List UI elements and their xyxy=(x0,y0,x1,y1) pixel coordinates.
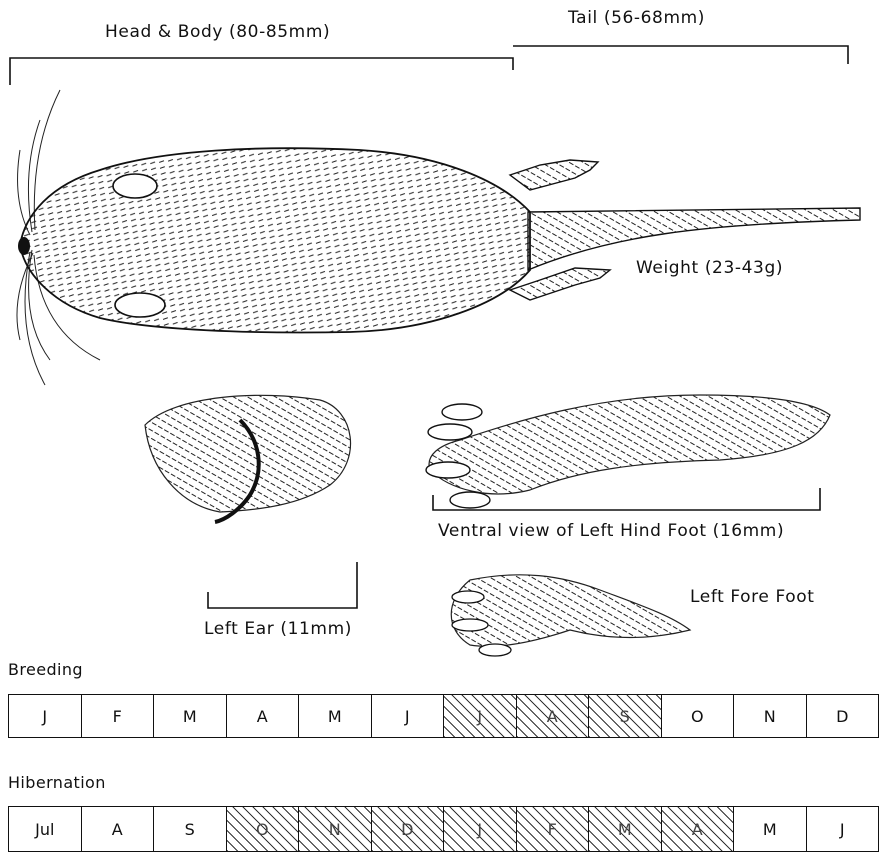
fore-foot-closeup xyxy=(451,575,690,656)
hind-foot-closeup xyxy=(426,395,830,508)
breeding-month: J xyxy=(9,695,82,737)
breeding-month: A xyxy=(517,695,590,737)
hibernation-month: M xyxy=(734,807,807,851)
head-body-bracket xyxy=(10,58,513,85)
hibernation-month: A xyxy=(82,807,155,851)
fore-foot-label: Left Fore Foot xyxy=(690,587,814,607)
ear-label: Left Ear (11mm) xyxy=(204,619,352,639)
hibernation-month: O xyxy=(227,807,300,851)
hibernation-title: Hibernation xyxy=(8,773,106,792)
hibernation-month: M xyxy=(589,807,662,851)
tail-label: Tail (56-68mm) xyxy=(568,8,705,28)
tail-bracket xyxy=(513,46,848,64)
breeding-month: M xyxy=(154,695,227,737)
breeding-month: O xyxy=(662,695,735,737)
head-body-label: Head & Body (80-85mm) xyxy=(105,22,330,42)
ear-scale-bracket xyxy=(208,562,357,608)
breeding-month: A xyxy=(227,695,300,737)
hibernation-calendar: Jul A S O N D J F M A M J xyxy=(8,806,879,852)
hibernation-month: N xyxy=(299,807,372,851)
breeding-month: S xyxy=(589,695,662,737)
dormouse-body xyxy=(18,148,860,332)
breeding-month: J xyxy=(372,695,445,737)
breeding-month: D xyxy=(807,695,879,737)
weight-label: Weight (23-43g) xyxy=(636,258,783,278)
breeding-month: N xyxy=(734,695,807,737)
breeding-calendar: J F M A M J J A S O N D xyxy=(8,694,879,738)
breeding-title: Breeding xyxy=(8,660,83,679)
ear-closeup xyxy=(145,395,351,522)
hibernation-month: J xyxy=(444,807,517,851)
hibernation-month: Jul xyxy=(9,807,82,851)
hibernation-month: A xyxy=(662,807,735,851)
breeding-month: J xyxy=(444,695,517,737)
breeding-month: F xyxy=(82,695,155,737)
hibernation-month: J xyxy=(807,807,879,851)
breeding-month: M xyxy=(299,695,372,737)
hibernation-month: D xyxy=(372,807,445,851)
hibernation-month: F xyxy=(517,807,590,851)
hibernation-month: S xyxy=(154,807,227,851)
hind-foot-label: Ventral view of Left Hind Foot (16mm) xyxy=(438,521,784,541)
